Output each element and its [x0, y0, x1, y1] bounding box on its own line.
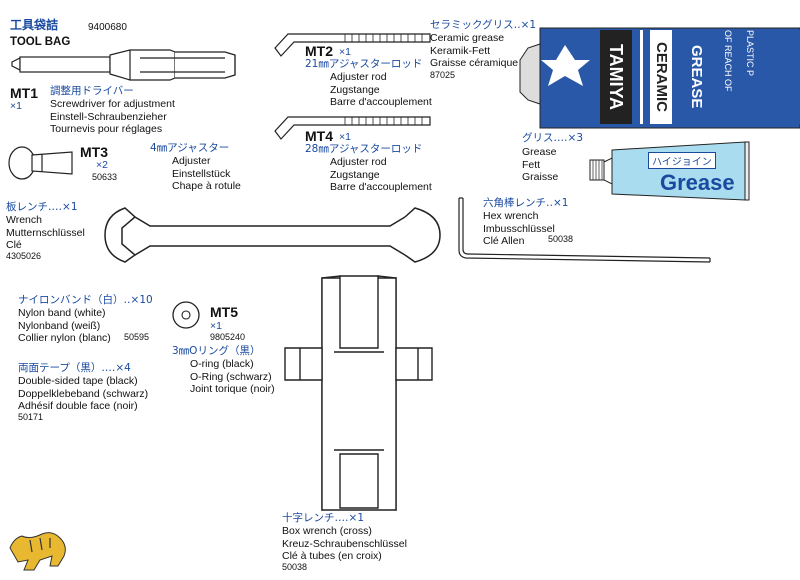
grease-tube-jp: ハイジョイン: [648, 152, 716, 169]
mt5-name-jp: 3㎜Oリング（黒）: [172, 345, 261, 357]
mt3-code: 50633: [92, 172, 118, 182]
ceramic-tube-grease: GREASE: [688, 45, 705, 109]
tape-code: 50171: [18, 412, 44, 422]
mt4-id: MT4: [305, 128, 333, 144]
mt4-rod-illustration: [274, 116, 431, 140]
cross-wrench-illustration: [284, 275, 433, 511]
cross-name-jp: 十字レンチ‥‥×1: [282, 512, 364, 524]
mt2-id: MT2: [305, 43, 333, 59]
mt3-qty: ×2: [96, 159, 108, 171]
mt5-code: 9805240: [210, 332, 246, 342]
ceramic-grease-tube-illustration: [519, 27, 800, 129]
grease-tube-label: Grease: [660, 170, 735, 195]
ceramic-code: 87025: [430, 70, 456, 80]
mt4-qty: ×1: [339, 131, 351, 143]
mt3-id: MT3: [80, 144, 108, 160]
mt2-qty: ×1: [339, 46, 351, 58]
mt5-desc: O-ring (black)O-Ring (schwarz)Joint tori…: [190, 358, 275, 395]
mt3-adjuster-illustration: [8, 146, 73, 180]
nylon-name-jp: ナイロンバンド（白）‥×10: [18, 294, 153, 306]
wrench-code: 4305026: [6, 251, 42, 261]
ceramic-tube-warning-2: PLASTIC P: [745, 30, 755, 77]
wrench-name-jp: 板レンチ‥‥×1: [6, 201, 78, 213]
mt5-id: MT5: [210, 304, 238, 320]
mt5-qty: ×1: [210, 320, 222, 332]
grease-name-jp: グリス‥‥×3: [522, 132, 583, 144]
ceramic-tube-brand: TAMIYA: [606, 43, 626, 110]
mt3-name-jp: 4㎜アジャスター: [150, 142, 230, 154]
nylon-desc: Nylon band (white)Nylonband (weiß)Collie…: [18, 307, 111, 344]
o-ring-illustration: [172, 301, 200, 329]
ceramic-name-jp: セラミックグリス‥×1: [430, 19, 537, 31]
mt2-name-jp: 21㎜アジャスターロッド: [305, 58, 423, 70]
mt1-name-jp: 調整用ドライバー: [50, 85, 134, 97]
header-title-jp: 工具袋詰: [10, 18, 59, 32]
cross-desc: Box wrench (cross)Kreuz-Schraubenschlüss…: [282, 525, 407, 562]
header-title-en: TOOL BAG: [10, 36, 71, 48]
mt1-id: MT1: [10, 85, 38, 101]
tiger-logo: [9, 532, 66, 571]
mt1-qty: ×1: [10, 100, 22, 112]
nylon-code: 50595: [124, 332, 150, 342]
ceramic-tube-ceramic: CERAMIC: [653, 42, 670, 112]
tape-desc: Double-sided tape (black)Doppelklebeband…: [18, 375, 149, 412]
mt4-name-jp: 28㎜アジャスターロッド: [305, 143, 423, 155]
screwdriver-illustration: [11, 49, 236, 81]
mt2-rod-illustration: [274, 33, 431, 57]
ceramic-tube-warning-1: OF REACH OF: [723, 30, 733, 92]
hex-wrench-illustration: [458, 197, 711, 263]
hex-name-jp: 六角棒レンチ‥×1: [483, 197, 569, 209]
flat-wrench-illustration: [104, 207, 441, 263]
tape-name-jp: 両面テープ（黒）‥‥×4: [18, 362, 131, 374]
cross-code: 50038: [282, 562, 308, 572]
hex-code: 50038: [548, 234, 574, 244]
header-code: 9400680: [88, 22, 127, 33]
